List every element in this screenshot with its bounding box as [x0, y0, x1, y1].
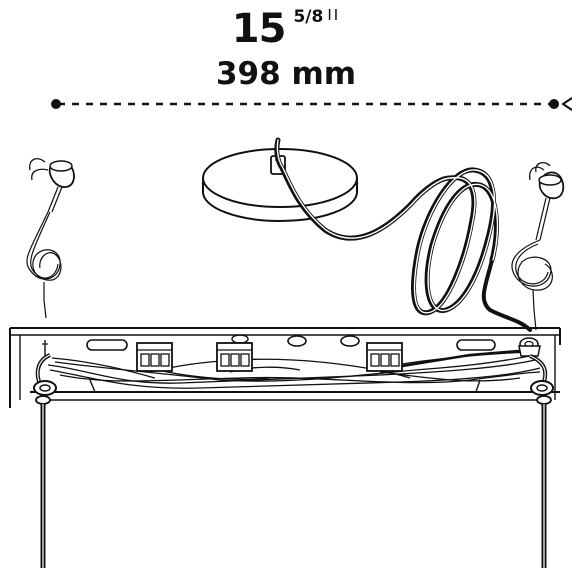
left-suspension-cable: [33, 353, 57, 568]
canopy: [202, 148, 358, 222]
terminal-block-2: [216, 342, 253, 372]
terminal-block-3: [366, 342, 403, 372]
power-cord: [274, 137, 532, 332]
dimension-dot-right: [549, 99, 559, 109]
fixture-housing: [9, 327, 561, 408]
dimension-whole: 15: [231, 6, 287, 52]
dimension-arrow-right: [561, 97, 572, 111]
dimension-fraction: 5/8: [293, 7, 324, 27]
left-cable-gripper: [26, 158, 75, 319]
dimension-line: [51, 97, 572, 111]
right-suspension-cable: [529, 354, 554, 568]
cord-entry-connector: [518, 337, 541, 357]
wiring-bundle: [47, 348, 541, 389]
right-cable-gripper: [511, 161, 565, 331]
dimension-metric: 398 mm: [215, 56, 357, 92]
dimension-dot-left: [51, 99, 61, 109]
terminal-block-1: [136, 342, 173, 372]
dimension-inch-mark: II: [327, 6, 341, 24]
